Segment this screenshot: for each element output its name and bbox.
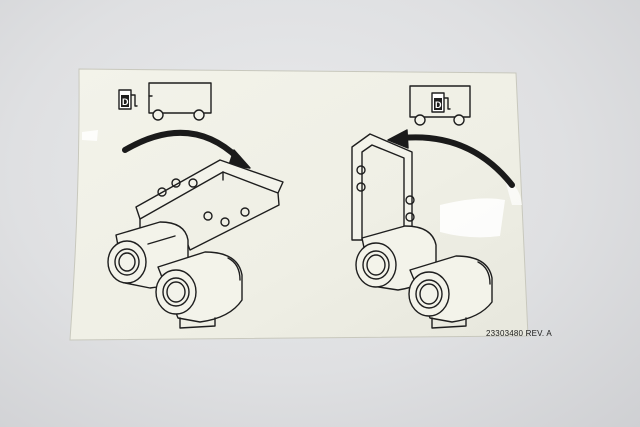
fuel-icon-letter: D	[122, 97, 129, 107]
truck-icon	[148, 82, 212, 121]
curved-arrow-icon	[122, 129, 241, 161]
truck-icon-right	[409, 85, 471, 126]
fuel-icon-letter-right: D	[435, 100, 442, 110]
part-number-label: 23303480 REV. A	[486, 329, 552, 338]
curved-arrow-icon-right	[399, 134, 515, 188]
fuel-pump-icon	[118, 89, 138, 110]
fitting-left-front	[155, 251, 243, 329]
glare	[440, 198, 505, 238]
glare-left	[82, 130, 98, 141]
fuel-pump-icon-right	[431, 92, 451, 113]
fitting-right-front	[408, 255, 493, 329]
